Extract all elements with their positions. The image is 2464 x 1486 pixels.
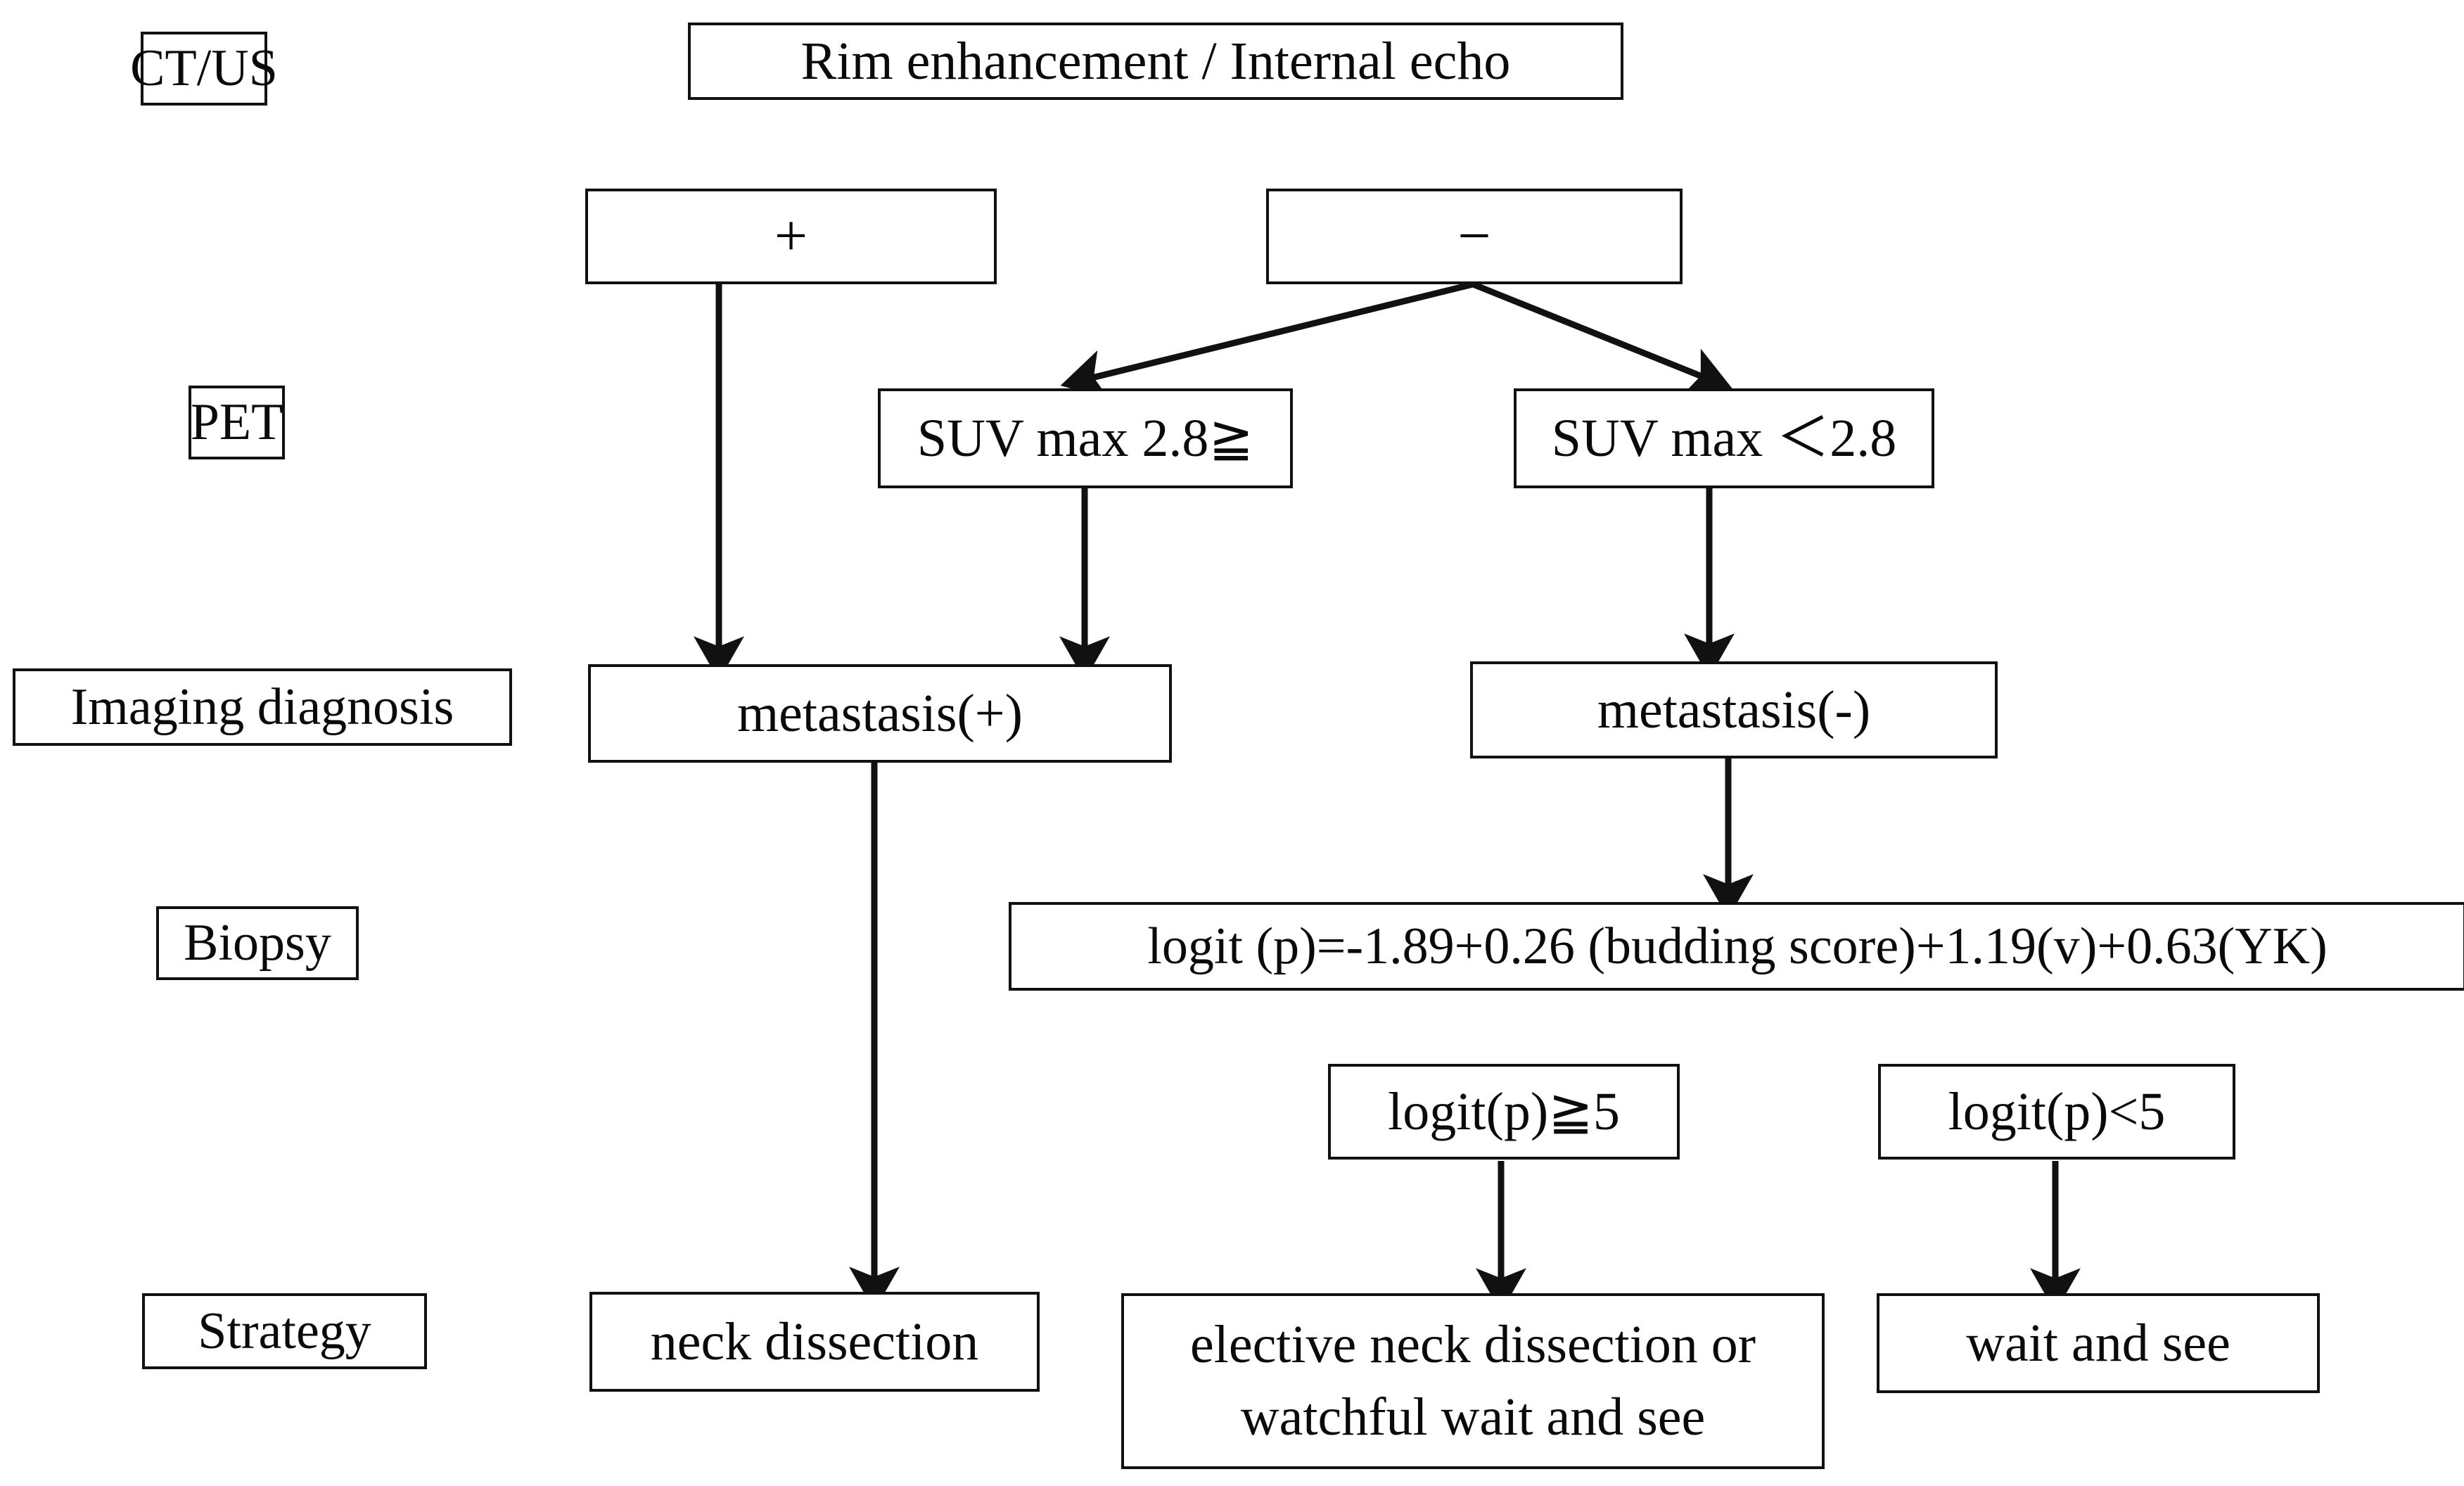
edge-negative-to-suv-low — [1472, 281, 1732, 396]
stage-label-biopsy: Biopsy — [156, 906, 359, 980]
node-elective-neck-dissection[interactable]: elective neck dissection or watchful wai… — [1121, 1293, 1825, 1469]
node-metastasis-negative[interactable]: metastasis(-) — [1470, 661, 1998, 758]
node-wait-and-see[interactable]: wait and see — [1877, 1293, 2320, 1393]
node-logit-high[interactable]: logit(p)≧5 — [1328, 1064, 1680, 1160]
stage-label-ct-us: CT/US — [130, 32, 278, 106]
node-sign-negative[interactable]: − — [1266, 189, 1683, 284]
node-logit-low[interactable]: logit(p)<5 — [1878, 1064, 2235, 1160]
node-suv-max-high[interactable]: SUV max 2.8≧ — [878, 388, 1293, 488]
stage-label-strategy: Strategy — [142, 1293, 427, 1369]
stage-label-imaging-diagnosis: Imaging diagnosis — [13, 668, 512, 746]
node-rim-enhancement-internal-echo[interactable]: Rim enhancement / Internal echo — [688, 23, 1623, 100]
edge-negative-to-suv-high — [1060, 281, 1474, 400]
stage-label-pet: PET — [189, 386, 285, 459]
node-suv-max-low[interactable]: SUV max ＜2.8 — [1514, 388, 1934, 488]
node-neck-dissection[interactable]: neck dissection — [589, 1292, 1040, 1392]
node-logit-formula[interactable]: logit (p)=-1.89+0.26 (budding score)+1.1… — [1009, 902, 2464, 991]
node-sign-positive[interactable]: + — [585, 189, 997, 284]
node-metastasis-positive[interactable]: metastasis(+) — [588, 664, 1172, 763]
